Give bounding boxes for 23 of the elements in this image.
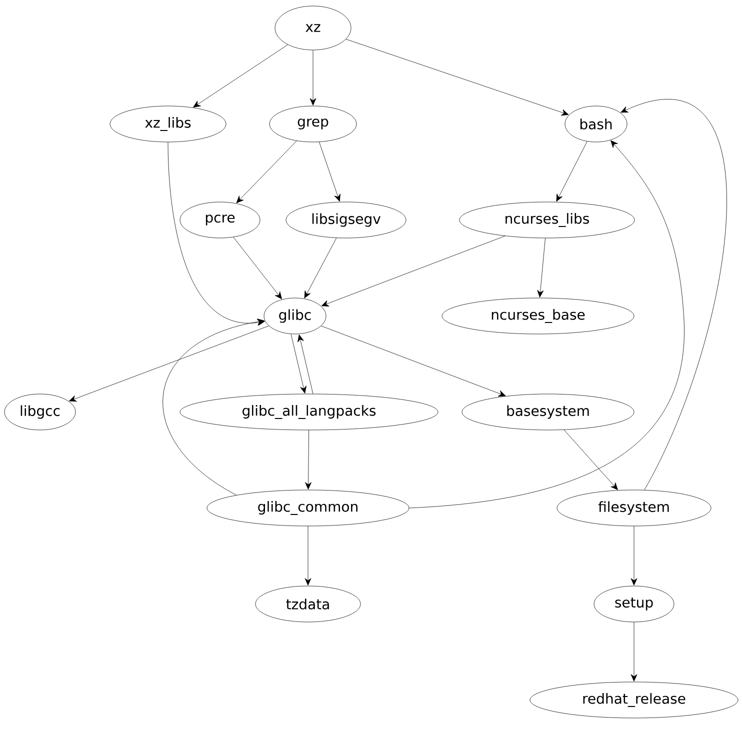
arrow (556, 141, 588, 202)
arrow (537, 238, 546, 298)
arrow (630, 622, 638, 682)
arrow (69, 326, 269, 402)
arrow (620, 99, 727, 490)
arrow (321, 236, 506, 306)
arrow (320, 326, 506, 396)
arrow (298, 334, 314, 394)
arrow (305, 430, 312, 490)
arrow (290, 334, 306, 394)
arrow (233, 236, 282, 300)
arrow (236, 140, 297, 204)
arrow (168, 142, 265, 326)
arrow (630, 526, 638, 586)
arrow (409, 140, 684, 508)
arrow (163, 318, 265, 496)
arrow (346, 38, 569, 116)
arrow (564, 430, 618, 490)
arrow (193, 44, 288, 108)
arrow (310, 50, 316, 106)
arrow (304, 238, 337, 298)
arrow (304, 526, 312, 586)
arrow (319, 142, 340, 202)
